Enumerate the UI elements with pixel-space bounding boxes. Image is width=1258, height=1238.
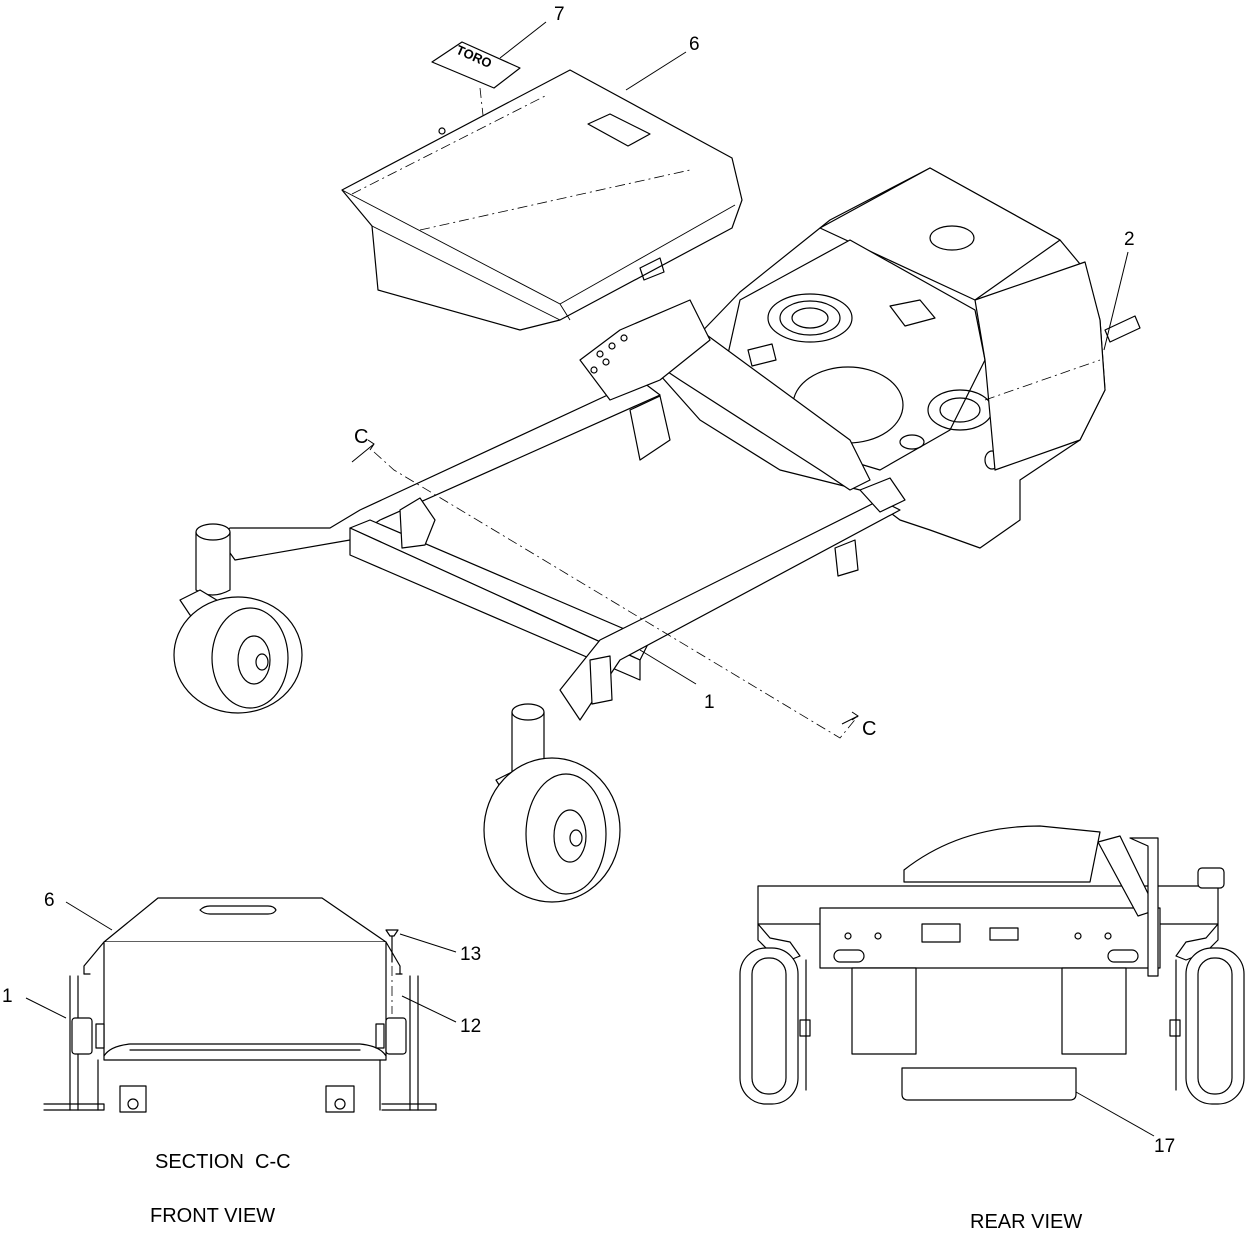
main-assembly: TORO <box>173 4 1141 903</box>
rear-view-caption: REAR VIEW <box>970 1211 1082 1233</box>
callout-1: 1 <box>704 692 715 713</box>
main-frame <box>217 299 906 721</box>
front-caster-wheel <box>483 703 621 903</box>
rear-view: 17 REAR VIEW <box>739 825 1245 1233</box>
left-caster-wheel <box>173 523 303 714</box>
callout-17: 17 <box>1154 1136 1175 1157</box>
front-view: 6 1 13 12 SECTION C-C FRONT VIEW <box>2 890 481 1227</box>
callout-6-front: 6 <box>44 890 55 911</box>
rear-chassis <box>659 167 1141 549</box>
section-marker-bottom: C <box>862 718 876 740</box>
callout-1-front: 1 <box>2 986 13 1007</box>
callout-13: 13 <box>460 944 481 965</box>
section-caption: SECTION C-C <box>155 1151 291 1173</box>
callout-12: 12 <box>460 1016 481 1037</box>
callout-6: 6 <box>689 34 700 55</box>
callout-2: 2 <box>1124 229 1135 250</box>
callout-7: 7 <box>554 4 565 25</box>
section-line-c-c: C C <box>351 426 876 740</box>
front-view-caption: FRONT VIEW <box>150 1205 275 1227</box>
section-marker-top: C <box>354 426 368 448</box>
seat-cover <box>341 69 743 331</box>
callout-leaders-main <box>499 21 1129 685</box>
